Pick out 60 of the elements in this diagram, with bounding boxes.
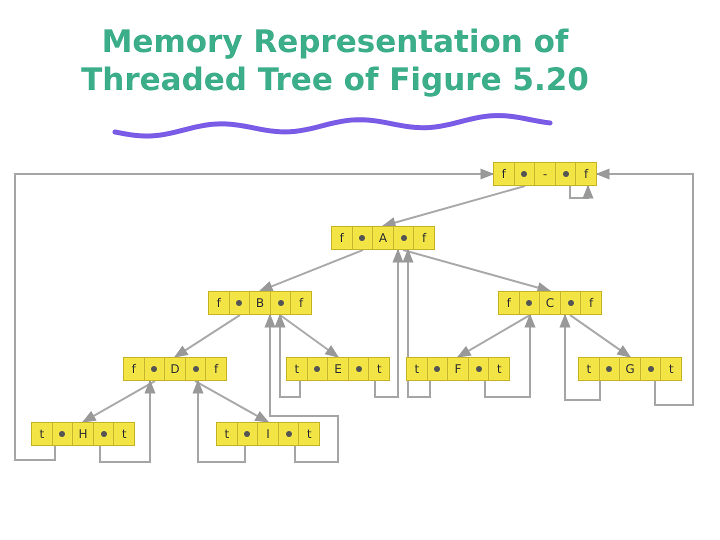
- arrow: [82, 380, 156, 423]
- arrow: [569, 314, 632, 358]
- field-value: t: [668, 362, 674, 376]
- field-value: t: [376, 362, 382, 376]
- arrow: [569, 184, 594, 199]
- field-value: f: [422, 231, 426, 245]
- field-value: C: [546, 296, 554, 310]
- arrow: [274, 314, 301, 398]
- arrow: [192, 380, 246, 463]
- tree-node-record: [493, 162, 597, 186]
- arrow: [99, 380, 156, 463]
- arrow: [382, 185, 526, 228]
- field-value: t: [586, 362, 592, 376]
- field-value: B: [256, 296, 264, 310]
- field-value: I: [266, 427, 270, 441]
- field-value: F: [454, 362, 462, 376]
- tree-node-record: [123, 357, 227, 381]
- field-value: H: [78, 427, 88, 441]
- tree-node-record: [208, 291, 312, 315]
- arrow: [484, 314, 536, 398]
- field-value: E: [334, 362, 342, 376]
- field-value: t: [224, 427, 230, 441]
- arrow: [14, 168, 494, 461]
- arrow: [264, 314, 339, 463]
- arrow: [402, 249, 552, 293]
- arrow: [596, 168, 694, 406]
- arrow: [258, 249, 364, 292]
- field-value: G: [625, 362, 635, 376]
- arrow: [374, 248, 404, 398]
- field-value: A: [378, 231, 388, 245]
- field-value: f: [216, 296, 221, 310]
- tree-node-record: [331, 226, 435, 250]
- field-value: f: [502, 167, 506, 181]
- arrow: [194, 380, 270, 423]
- field-value: t: [122, 427, 127, 441]
- field-value: t: [39, 427, 44, 441]
- field-value: f: [584, 167, 588, 181]
- field-value: t: [496, 362, 502, 376]
- tree-node-record: [216, 422, 320, 446]
- field-value: f: [506, 296, 511, 310]
- arrow: [279, 314, 340, 358]
- arrow: [559, 314, 601, 401]
- field-value: f: [340, 231, 344, 245]
- title: Memory Representation of Threaded Tree of Figure 5.20: [80, 24, 590, 100]
- field-value: f: [299, 296, 304, 310]
- field-value: f: [132, 362, 136, 376]
- tree-node-record: [498, 291, 602, 315]
- field-value: t: [294, 362, 300, 376]
- field-value: t: [306, 427, 312, 441]
- tree-node-record: [578, 357, 682, 381]
- tree-node-record: [286, 357, 390, 381]
- arrow: [174, 314, 241, 358]
- tree-node-record: [31, 422, 135, 446]
- field-value: f: [214, 362, 218, 376]
- field-value: D: [170, 362, 180, 376]
- arrow: [456, 314, 530, 358]
- tree-node-record: [406, 357, 510, 381]
- field-value: f: [589, 296, 594, 310]
- field-value: -: [542, 167, 548, 181]
- field-value: t: [414, 362, 420, 376]
